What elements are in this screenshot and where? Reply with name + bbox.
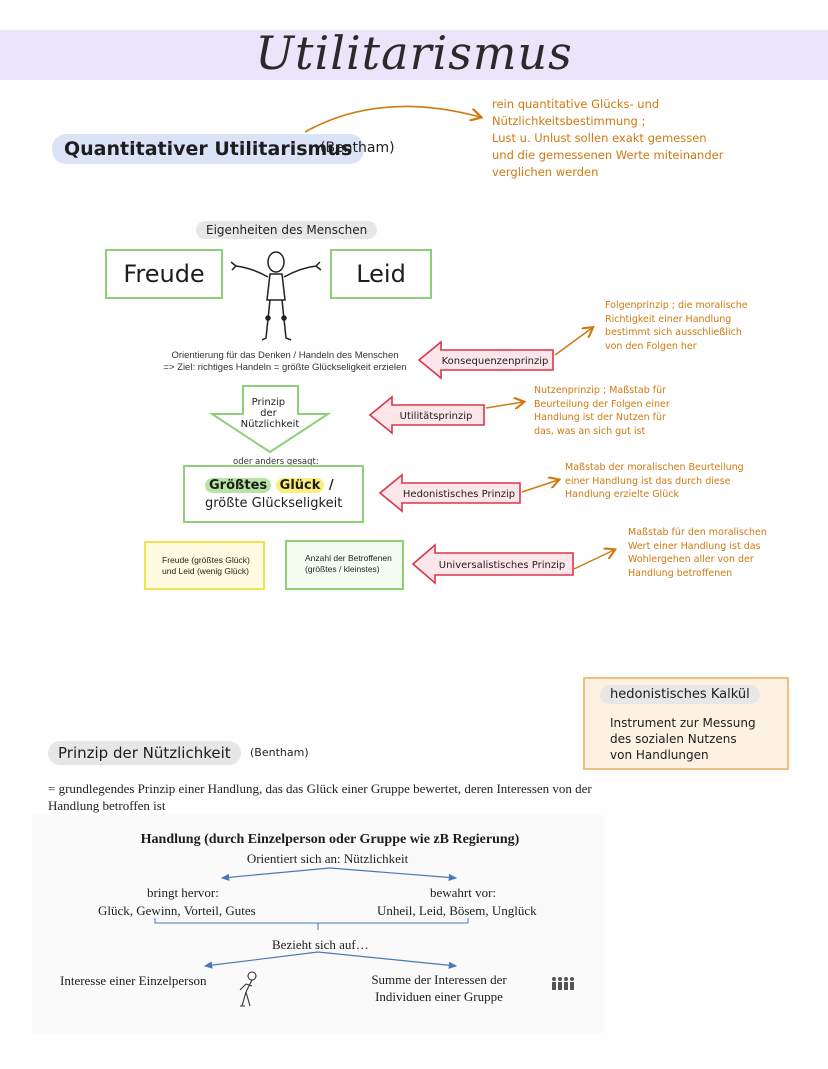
quantitative-note: rein quantitative Glücks- und Nützlichke… (492, 97, 724, 179)
hedonistisch-arrow-shape (378, 473, 521, 513)
oder-label: oder anders gesagt: (233, 457, 319, 467)
leid-box: Leid (330, 249, 432, 299)
konsequenz-note: Folgenprinzip ; die moralische Richtigke… (605, 300, 748, 352)
konsequenz-note-arrow (554, 328, 592, 356)
utilitaet-arrow-shape (368, 395, 485, 435)
hedonistisch-note: Maßstab der moralischen Beurteilung eine… (565, 462, 744, 500)
konsequenz-arrow-label: Konsequenzenprinzip (442, 356, 549, 367)
schema-group: Summe der Interessen der Individuen eine… (371, 972, 507, 1004)
glueck-slash: / (324, 477, 334, 493)
freude-leid-box: Freude (größtes Glück) und Leid (wenig G… (144, 541, 265, 590)
prinzip-arrow-line-2: der (260, 408, 278, 419)
universalistisch-arrow-label: Universalistisches Prinzip (439, 560, 565, 571)
highlight-groesstes: Größtes (205, 477, 272, 493)
konsequenz-arrow-shape (417, 340, 554, 380)
schema-right-items: Unheil, Leid, Bösem, Unglück (377, 903, 537, 918)
quantitative-author: (Bentham) (320, 140, 395, 156)
mannequin-icon (230, 251, 322, 341)
hedonistic-calculus-description: Instrument zur Messung des sozialen Nutz… (610, 716, 756, 762)
universalistisch-note-arrow (573, 550, 614, 570)
schema-individual: Interesse einer Einzelperson (60, 973, 207, 988)
prinzip-arrow-text: Prinzip der Nützlichkeit (241, 397, 300, 430)
utilitaet-arrow-label: Utilitätsprinzip (400, 411, 473, 422)
page-title: Utilitarismus (255, 26, 573, 80)
schema-relates: Bezieht sich auf… (272, 937, 369, 952)
hedonistic-calculus-title: hedonistisches Kalkül (600, 685, 760, 704)
hedonistisch-arrow-label: Hedonistisches Prinzip (403, 489, 515, 500)
prinzip-arrow-line-1: Prinzip (252, 397, 285, 408)
schema-left-items: Glück, Gewinn, Vorteil, Gutes (98, 903, 256, 918)
utilitaet-note: Nutzenprinzip ; Maßstab für Beurteilung … (534, 385, 670, 437)
orientation-text: Orientierung für das Denken / Handeln de… (163, 350, 407, 373)
universalistisch-arrow-shape (411, 543, 574, 585)
nutzlichkeit-heading: Prinzip der Nützlichkeit (48, 741, 241, 765)
schema-orientation: Orientiert sich an: Nützlichkeit (246, 851, 409, 866)
highlight-glueck: Glück (275, 477, 325, 493)
utilitaet-note-arrow (485, 402, 523, 408)
hedonistisch-note-arrow (521, 480, 558, 493)
schema-title: Handlung (durch Einzelperson oder Gruppe… (140, 832, 520, 847)
freude-box: Freude (105, 249, 223, 299)
prinzip-down-arrow: Prinzip der Nützlichkeit (208, 385, 332, 454)
anzahl-box: Anzahl der Betroffenen (größtes / kleins… (285, 540, 404, 590)
quantitative-arrow (304, 105, 480, 133)
nutzlichkeit-author: (Bentham) (250, 746, 309, 759)
quantitative-heading: Quantitativer Utilitarismus (52, 134, 365, 164)
freude-label: Freude (123, 260, 205, 288)
glueck-line-1: Größtes Glück / (205, 477, 334, 493)
nutzlichkeit-definition: = grundlegendes Prinzip einer Handlung, … (48, 781, 592, 813)
title-banner (0, 30, 828, 80)
leid-label: Leid (356, 260, 406, 288)
eigenheiten-label: Eigenheiten des Menschen (196, 221, 378, 239)
schema-left-label: bringt hervor: (147, 885, 219, 900)
glueck-line-2: größte Glückseligkeit (205, 495, 343, 511)
schema-right-label: bewahrt vor: (430, 885, 497, 900)
glueck-box: Größtes Glück / größte Glückseligkeit (183, 465, 364, 523)
universalistisch-note: Maßstab für den moralischen Wert einer H… (628, 527, 767, 579)
prinzip-arrow-line-3: Nützlichkeit (241, 419, 300, 430)
